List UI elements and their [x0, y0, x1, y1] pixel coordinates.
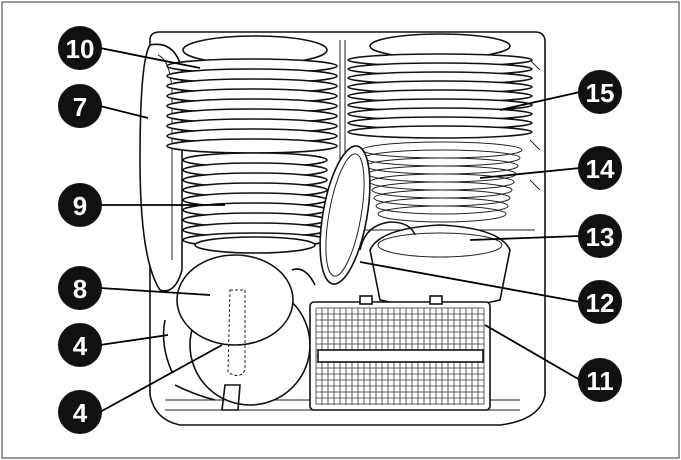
cutlery-basket	[309, 295, 491, 411]
callout-4-lower: 4	[58, 390, 102, 434]
svg-text:15: 15	[586, 78, 615, 108]
callout-4-upper: 4	[58, 323, 102, 367]
svg-text:4: 4	[73, 398, 88, 428]
callout-13: 13	[578, 214, 622, 258]
side-tray	[139, 43, 183, 292]
plates-left-upper	[166, 35, 338, 154]
callout-15: 15	[578, 70, 622, 114]
svg-text:12: 12	[586, 288, 615, 318]
callout-8: 8	[58, 266, 102, 310]
leader-lines	[99, 47, 581, 413]
callout-10: 10	[58, 26, 102, 70]
svg-text:13: 13	[586, 222, 615, 252]
svg-text:10: 10	[66, 34, 95, 64]
callout-12: 12	[578, 280, 622, 324]
svg-text:9: 9	[73, 191, 87, 221]
svg-text:14: 14	[586, 154, 615, 184]
callout-7: 7	[58, 84, 102, 128]
plates-right-upper	[347, 33, 533, 139]
svg-text:4: 4	[73, 331, 88, 361]
bowls-left	[182, 152, 328, 254]
callout-badges: 10 7 9 8 4 4 15 14	[58, 26, 622, 434]
pot	[162, 254, 316, 411]
svg-text:11: 11	[586, 366, 614, 396]
large-bowl	[369, 224, 511, 309]
tilted-plate	[319, 145, 416, 285]
callout-9: 9	[58, 183, 102, 227]
svg-text:7: 7	[73, 92, 87, 122]
bowls-right	[361, 141, 523, 223]
callout-11: 11	[578, 358, 622, 402]
callout-14: 14	[578, 146, 622, 190]
svg-text:8: 8	[73, 274, 87, 304]
